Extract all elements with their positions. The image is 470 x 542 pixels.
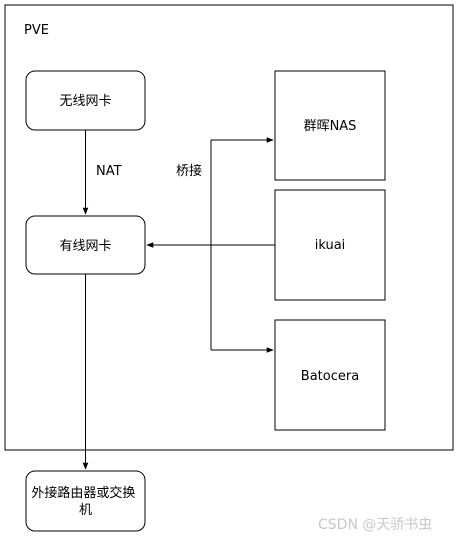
nas-label: 群晖NAS [304,119,357,134]
ikuai-box [274,189,386,301]
ikuai-label: ikuai [315,238,346,253]
nat-label: NAT [96,164,122,179]
external-router-box [25,470,146,532]
batocera-box [274,319,386,431]
bridge-label: 桥接 [176,163,202,179]
batocera-label: Batocera [301,369,359,384]
external-router-label: 外接路由器或交换 机 [31,485,139,518]
wired-nic-label: 有线网卡 [59,239,111,254]
nas-box [274,70,386,181]
pve-label: PVE [24,23,49,38]
watermark-text: CSDN @天骄书虫 [318,517,432,533]
wireless-nic-label: 无线网卡 [59,94,111,109]
